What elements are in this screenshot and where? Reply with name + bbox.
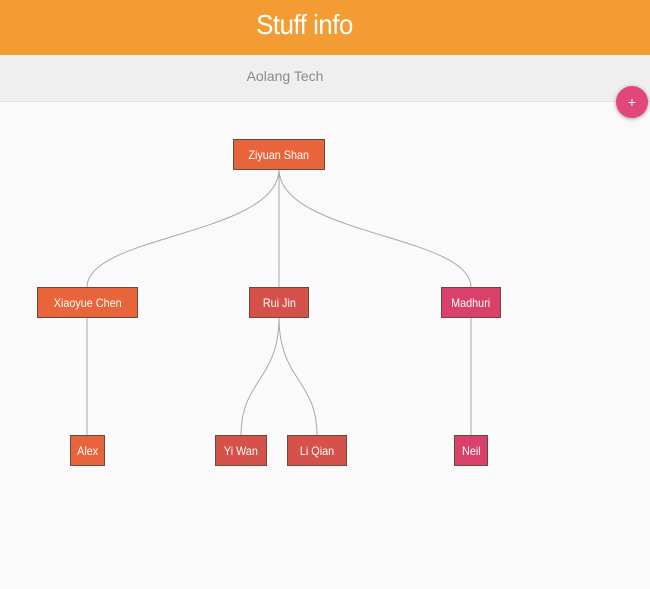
org-node-label: Rui Jin xyxy=(262,295,296,310)
link-rui-jin-to-yi-wan xyxy=(240,316,280,436)
app-title: Stuff info xyxy=(256,8,354,40)
company-name: Aolang Tech xyxy=(246,68,324,84)
org-node-xiaoyue-chen[interactable]: Xiaoyue Chen xyxy=(37,287,138,318)
org-node-label: Alex xyxy=(76,443,99,458)
org-node-label: Xiaoyue Chen xyxy=(53,295,122,310)
org-node-label: Yi Wan xyxy=(223,443,259,458)
add-employee-button[interactable]: + xyxy=(616,86,648,118)
org-node-rui-jin[interactable]: Rui Jin xyxy=(249,287,309,318)
org-node-label: Li Qian xyxy=(299,443,335,458)
org-node-label: Neil xyxy=(461,443,481,458)
link-rui-jin-to-li-qian xyxy=(278,316,318,436)
org-node-yi-wan[interactable]: Yi Wan xyxy=(215,435,267,466)
org-node-label: Ziyuan Shan xyxy=(248,147,310,162)
link-ziyuan-shan-to-madhuri xyxy=(278,168,472,288)
org-node-li-qian[interactable]: Li Qian xyxy=(287,435,347,466)
plus-icon: + xyxy=(627,94,637,110)
app-header-bar: Stuff info xyxy=(0,0,650,55)
org-node-madhuri[interactable]: Madhuri xyxy=(441,287,501,318)
org-node-label: Madhuri xyxy=(451,295,491,310)
org-node-ziyuan-shan[interactable]: Ziyuan Shan xyxy=(233,139,325,170)
link-ziyuan-shan-to-xiaoyue-chen xyxy=(86,168,280,288)
org-node-alex[interactable]: Alex xyxy=(70,435,105,466)
company-bar: Aolang Tech xyxy=(0,55,650,102)
org-node-neil[interactable]: Neil xyxy=(454,435,488,466)
